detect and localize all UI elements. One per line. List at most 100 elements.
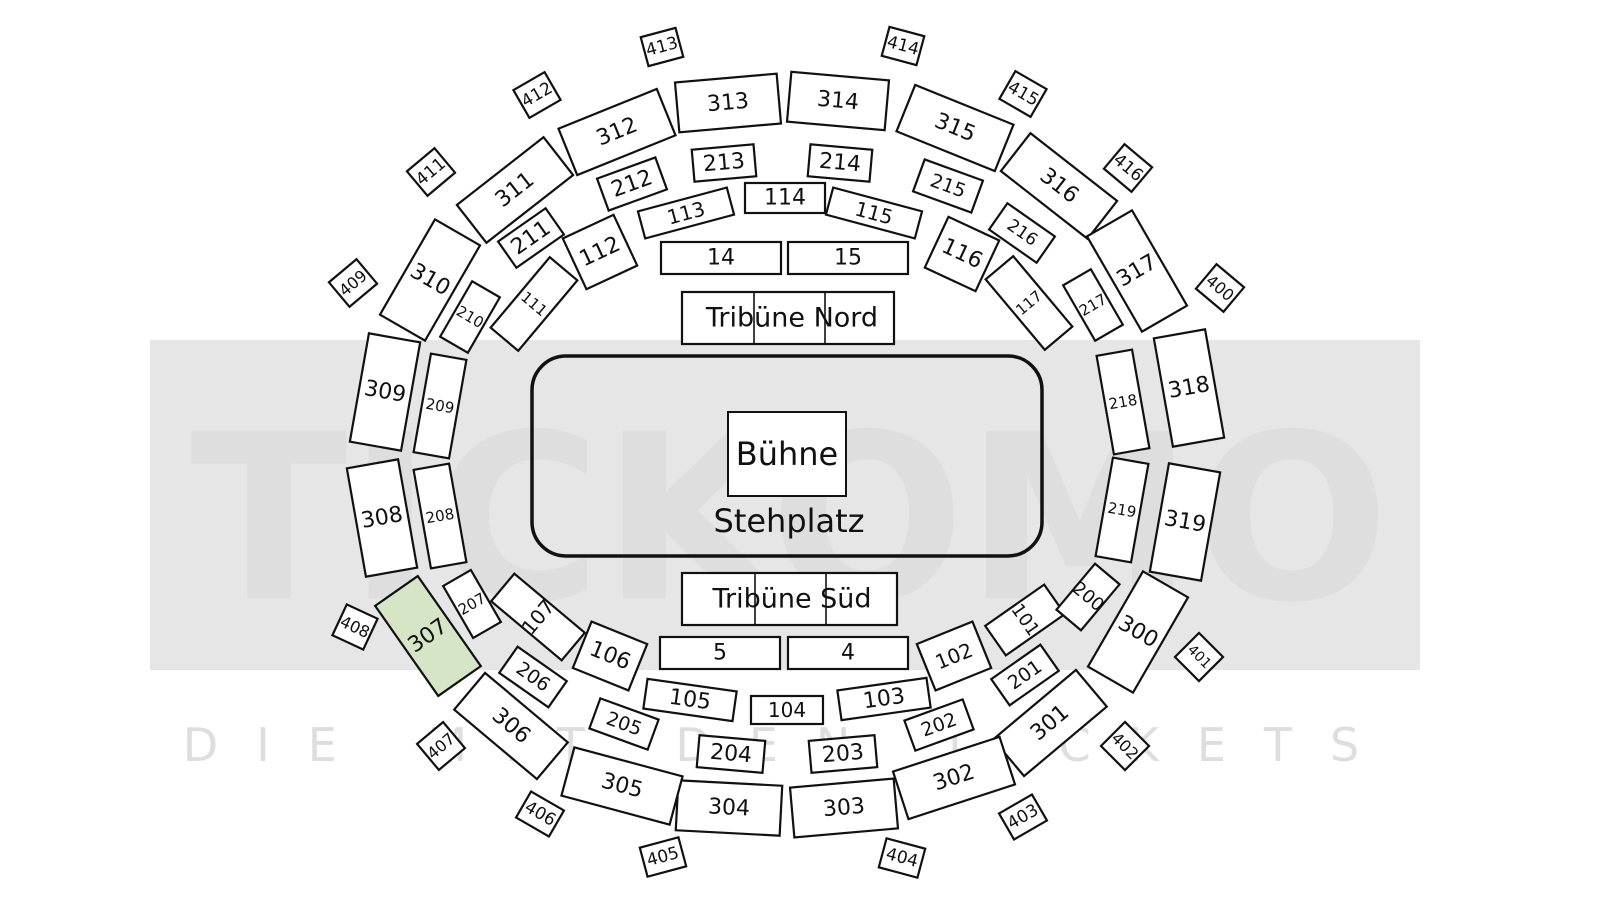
section-400-box[interactable] xyxy=(1194,262,1246,314)
section-210[interactable]: 210 xyxy=(438,279,502,355)
section-215[interactable]: 215 xyxy=(911,158,985,214)
section-111[interactable]: 111 xyxy=(489,255,579,353)
section-101[interactable]: 101 xyxy=(983,583,1067,657)
section-205-box[interactable] xyxy=(587,696,661,752)
section-204-box[interactable] xyxy=(695,733,767,775)
section-111-box[interactable] xyxy=(489,255,579,353)
section-402[interactable]: 402 xyxy=(1099,720,1151,772)
section-202-box[interactable] xyxy=(902,697,976,753)
section-106-box[interactable] xyxy=(571,620,649,692)
section-300[interactable]: 300 xyxy=(1086,569,1190,695)
section-303-box[interactable] xyxy=(788,777,900,839)
section-406-box[interactable] xyxy=(514,790,566,838)
section-302-box[interactable] xyxy=(891,735,1017,821)
section-304[interactable]: 304 xyxy=(674,779,784,837)
tribune-sued[interactable]: Tribüne Süd xyxy=(680,571,899,627)
section-104-box[interactable] xyxy=(749,694,825,726)
section-15-box[interactable] xyxy=(786,240,910,276)
section-4-box[interactable] xyxy=(786,635,910,671)
section-407[interactable]: 407 xyxy=(415,720,467,772)
section-405[interactable]: 405 xyxy=(638,835,688,879)
section-307[interactable]: 307 xyxy=(373,574,483,698)
section-212-box[interactable] xyxy=(595,156,669,212)
section-404-box[interactable] xyxy=(877,836,927,880)
section-400[interactable]: 400 xyxy=(1194,262,1246,314)
section-316-box[interactable] xyxy=(999,131,1119,241)
section-401-box[interactable] xyxy=(1173,631,1225,683)
section-412[interactable]: 412 xyxy=(511,70,563,120)
section-413-box[interactable] xyxy=(639,26,685,68)
section-308-box[interactable] xyxy=(345,458,419,578)
section-305[interactable]: 305 xyxy=(560,746,684,826)
section-319-box[interactable] xyxy=(1148,462,1222,582)
section-201-box[interactable] xyxy=(989,643,1061,707)
section-405-box[interactable] xyxy=(638,835,688,879)
section-413[interactable]: 413 xyxy=(639,26,685,68)
section-319[interactable]: 319 xyxy=(1148,462,1222,582)
section-411-box[interactable] xyxy=(405,146,457,198)
section-209-box[interactable] xyxy=(412,352,468,460)
section-409[interactable]: 409 xyxy=(327,257,379,309)
section-217-box[interactable] xyxy=(1061,267,1125,343)
section-213[interactable]: 213 xyxy=(690,143,758,183)
section-114-box[interactable] xyxy=(743,181,827,215)
section-304-box[interactable] xyxy=(674,779,784,837)
section-313-box[interactable] xyxy=(673,72,783,134)
section-200-box[interactable] xyxy=(1054,562,1122,632)
section-302[interactable]: 302 xyxy=(891,735,1017,821)
section-403-box[interactable] xyxy=(997,793,1049,841)
section-310[interactable]: 310 xyxy=(378,217,482,343)
section-112[interactable]: 112 xyxy=(561,213,639,291)
section-105-box[interactable] xyxy=(642,677,738,723)
section-207-box[interactable] xyxy=(441,568,503,640)
section-318-box[interactable] xyxy=(1152,328,1226,448)
section-300-box[interactable] xyxy=(1086,569,1190,695)
section-407-box[interactable] xyxy=(415,720,467,772)
section-101-box[interactable] xyxy=(983,583,1067,657)
section-208-box[interactable] xyxy=(412,462,468,570)
section-315[interactable]: 315 xyxy=(895,83,1015,173)
section-312-box[interactable] xyxy=(557,87,677,177)
section-102-box[interactable] xyxy=(915,620,993,692)
section-214[interactable]: 214 xyxy=(806,143,874,183)
section-107-box[interactable] xyxy=(489,572,587,662)
section-102[interactable]: 102 xyxy=(915,620,993,692)
section-5-box[interactable] xyxy=(658,635,782,671)
section-104[interactable]: 104 xyxy=(749,694,825,726)
section-307-box[interactable] xyxy=(373,574,483,698)
section-412-box[interactable] xyxy=(511,70,563,120)
section-416-box[interactable] xyxy=(1102,142,1154,194)
section-14[interactable]: 14 xyxy=(659,240,783,276)
section-209[interactable]: 209 xyxy=(412,352,468,460)
tribune-nord[interactable]: Tribüne Nord xyxy=(680,290,896,346)
section-315-box[interactable] xyxy=(895,83,1015,173)
section-202[interactable]: 202 xyxy=(902,697,976,753)
section-408-box[interactable] xyxy=(330,602,380,652)
section-15[interactable]: 15 xyxy=(786,240,910,276)
section-310-box[interactable] xyxy=(378,217,482,343)
section-214-box[interactable] xyxy=(806,143,874,183)
section-218-box[interactable] xyxy=(1095,348,1151,456)
section-103[interactable]: 103 xyxy=(836,676,932,722)
section-402-box[interactable] xyxy=(1099,720,1151,772)
section-409-box[interactable] xyxy=(327,257,379,309)
section-5[interactable]: 5 xyxy=(658,635,782,671)
section-204[interactable]: 204 xyxy=(695,733,767,775)
section-205[interactable]: 205 xyxy=(587,696,661,752)
section-115-box[interactable] xyxy=(824,186,924,240)
section-112-box[interactable] xyxy=(561,213,639,291)
section-4[interactable]: 4 xyxy=(786,635,910,671)
section-210-box[interactable] xyxy=(438,279,502,355)
section-309-box[interactable] xyxy=(348,332,422,452)
section-414[interactable]: 414 xyxy=(880,25,926,67)
section-416[interactable]: 416 xyxy=(1102,142,1154,194)
section-313[interactable]: 313 xyxy=(673,72,783,134)
section-301[interactable]: 301 xyxy=(991,668,1109,778)
section-116[interactable]: 116 xyxy=(923,215,1001,293)
section-308[interactable]: 308 xyxy=(345,458,419,578)
section-318[interactable]: 318 xyxy=(1152,328,1226,448)
section-212[interactable]: 212 xyxy=(595,156,669,212)
section-206-box[interactable] xyxy=(497,645,569,709)
section-14-box[interactable] xyxy=(659,240,783,276)
section-113[interactable]: 113 xyxy=(636,186,736,240)
